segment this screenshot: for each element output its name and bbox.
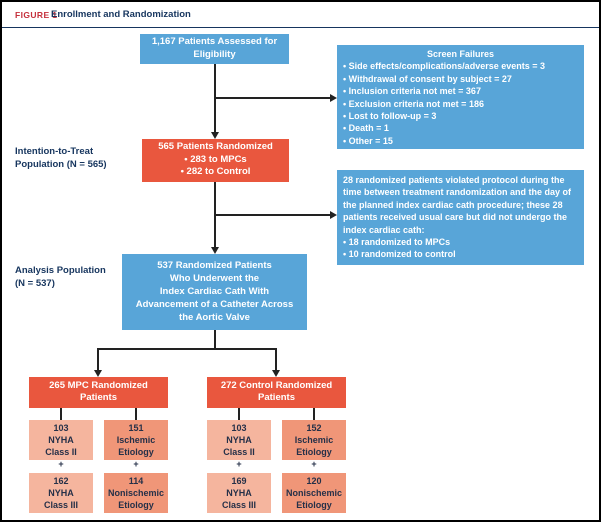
box-protocol-violation: 28 randomized patients violated protocol…: [337, 170, 584, 265]
subbox-line: 120: [306, 476, 322, 486]
screen-failures-item: • Inclusion criteria not met = 367: [343, 86, 481, 97]
connector-line: [135, 408, 137, 420]
analysis-line: the Aortic Valve: [179, 312, 250, 323]
subbox-line: Ischemic: [116, 435, 156, 445]
subbox-line: Class III: [43, 500, 79, 510]
arrowhead-down-icon: [94, 370, 102, 377]
analysis-line: Advancement of a Catheter Across: [135, 299, 294, 310]
label-analysis-line1: Analysis Population: [15, 265, 106, 276]
box-mpc-nyha-class2: 103 NYHA Class II: [29, 420, 93, 460]
subbox-line: 162: [53, 476, 69, 486]
subbox-line: Ischemic: [294, 435, 334, 445]
subbox-line: 169: [231, 476, 247, 486]
connector-line: [215, 97, 331, 99]
box-screen-failures: Screen Failures • Side effects/complicat…: [337, 45, 584, 149]
screen-failures-item: • Lost to follow-up = 3: [343, 111, 437, 122]
subbox-line: Etiology: [118, 447, 154, 457]
control-line2: Patients: [258, 392, 295, 403]
plus-sign: +: [58, 459, 64, 469]
subbox-line: Class III: [221, 500, 257, 510]
box-control-nyha-class2: 103 NYHA Class II: [207, 420, 271, 460]
connector-line: [214, 64, 216, 134]
connector-line: [215, 214, 331, 216]
subbox-line: Nonischemic: [107, 488, 165, 498]
box-patients-randomized: 565 Patients Randomized • 283 to MPCs • …: [142, 139, 289, 182]
subbox-line: NYHA: [48, 435, 74, 445]
box-control-randomized: 272 Control Randomized Patients: [207, 377, 346, 408]
connector-line: [214, 330, 216, 350]
box-control-ischemic: 152 Ischemic Etiology: [282, 420, 346, 460]
box-mpc-nyha-class3: 162 NYHA Class III: [29, 473, 93, 513]
plus-sign: +: [133, 459, 139, 469]
subbox-line: 103: [231, 423, 247, 433]
box-control-nyha-class3: 169 NYHA Class III: [207, 473, 271, 513]
box-control-nonischemic: 120 Nonischemic Etiology: [282, 473, 346, 513]
protocol-violation-item: • 10 randomized to control: [343, 249, 456, 260]
subbox-line: Nonischemic: [285, 488, 343, 498]
screen-failures-item: • Withdrawal of consent by subject = 27: [343, 73, 512, 84]
label-itt-line1: Intention-to-Treat: [15, 146, 94, 157]
subbox-line: Etiology: [296, 500, 332, 510]
connector-line: [60, 408, 62, 420]
mpc-line1: 265 MPC Randomized: [49, 379, 148, 391]
box-mpc-nonischemic: 114 Nonischemic Etiology: [104, 473, 168, 513]
subbox-line: 152: [306, 423, 322, 433]
screen-failures-item: • Other = 15: [343, 135, 393, 146]
label-itt-population: Intention-to-Treat Population (N = 565): [15, 146, 107, 171]
subbox-line: 103: [53, 423, 69, 433]
connector-line: [238, 408, 240, 420]
analysis-line: Index Cardiac Cath With: [159, 286, 270, 297]
arrowhead-down-icon: [272, 370, 280, 377]
randomized-item: • 282 to Control: [180, 166, 251, 178]
arrowhead-down-icon: [211, 247, 219, 254]
subbox-line: 114: [128, 476, 144, 486]
arrowhead-right-icon: [330, 211, 337, 219]
subbox-line: 151: [128, 423, 144, 433]
randomized-item: • 283 to MPCs: [184, 153, 247, 165]
connector-line: [97, 348, 277, 350]
figure-header: FIGURE 1 Enrollment and Randomization: [2, 2, 599, 27]
screen-failures-item: • Side effects/complications/adverse eve…: [343, 61, 545, 72]
box-analysis-patients: 537 Randomized Patients Who Underwent th…: [122, 254, 307, 330]
screen-failures-item: • Death = 1: [343, 123, 389, 134]
arrowhead-down-icon: [211, 132, 219, 139]
protocol-violation-item: • 18 randomized to MPCs: [343, 237, 451, 248]
plus-sign: +: [236, 459, 242, 469]
mpc-line2: Patients: [80, 392, 117, 403]
subbox-line: Class II: [223, 447, 255, 457]
subbox-line: NYHA: [48, 488, 74, 498]
header-divider: [2, 27, 599, 28]
randomized-title: 565 Patients Randomized: [158, 141, 273, 152]
figure-number-label: FIGURE 1: [15, 10, 58, 20]
subbox-line: Etiology: [118, 500, 154, 510]
subbox-line: Etiology: [296, 447, 332, 457]
screen-failures-title: Screen Failures: [426, 49, 495, 59]
analysis-line: Who Underwent the: [169, 273, 260, 284]
screen-failures-item: • Exclusion criteria not met = 186: [343, 98, 484, 109]
subbox-line: NYHA: [226, 435, 252, 445]
plus-sign: +: [311, 459, 317, 469]
connector-line: [275, 348, 277, 371]
control-line1: 272 Control Randomized: [220, 379, 333, 391]
label-analysis-line2: (N = 537): [15, 277, 55, 289]
box-patients-assessed: 1,167 Patients Assessed for Eligibility: [140, 34, 289, 64]
protocol-violation-text: 28 randomized patients violated protocol…: [343, 175, 572, 235]
subbox-line: NYHA: [226, 488, 252, 498]
label-itt-line2: Population (N = 565): [15, 158, 107, 170]
subbox-line: Class II: [45, 447, 77, 457]
figure-title: Enrollment and Randomization: [51, 9, 191, 20]
arrowhead-right-icon: [330, 94, 337, 102]
box-mpc-ischemic: 151 Ischemic Etiology: [104, 420, 168, 460]
box-mpc-randomized: 265 MPC Randomized Patients: [29, 377, 168, 408]
label-analysis-population: Analysis Population (N = 537): [15, 265, 106, 290]
connector-line: [313, 408, 315, 420]
connector-line: [97, 348, 99, 371]
analysis-line: 537 Randomized Patients: [157, 260, 272, 271]
